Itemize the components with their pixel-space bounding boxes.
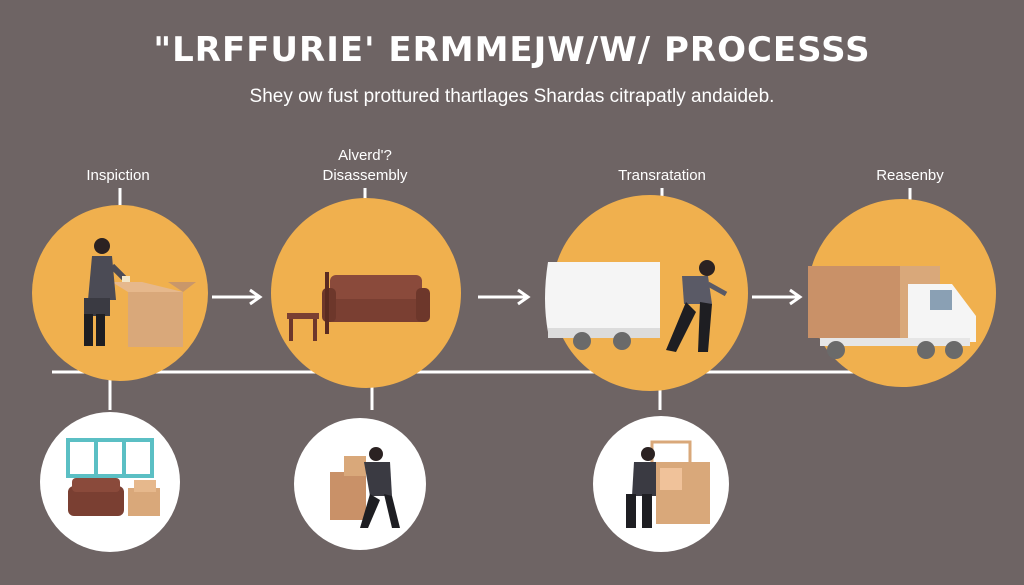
step-label-disassembly: Disassembly bbox=[322, 167, 408, 184]
worker-carrying-boxes-icon bbox=[330, 447, 400, 528]
step-label-reassembly: Reasenby bbox=[876, 167, 944, 184]
moving-truck-icon bbox=[808, 266, 976, 359]
arrow-icon-1 bbox=[212, 288, 263, 306]
window-sofa-boxes-icon bbox=[66, 438, 160, 516]
worker-inspecting-box-icon bbox=[84, 238, 196, 347]
worker-stacking-box-icon bbox=[626, 440, 710, 528]
step-label-disassembly-note: Alverd'? bbox=[338, 147, 392, 164]
page-subtitle: Shey ow fust prottured thartlages Sharda… bbox=[249, 86, 775, 107]
arrow-icon-2 bbox=[478, 288, 531, 306]
sofa-and-table-icon bbox=[287, 272, 430, 341]
step-label-inspection: Inspiction bbox=[86, 167, 150, 184]
step-label-transportation: Transratation bbox=[618, 167, 706, 184]
arrow-icon-3 bbox=[752, 288, 803, 306]
truck-worker-icon bbox=[545, 260, 728, 352]
page-title: "LRFFURIE' ERMMEJW/W/ PROCESSS bbox=[153, 30, 871, 70]
